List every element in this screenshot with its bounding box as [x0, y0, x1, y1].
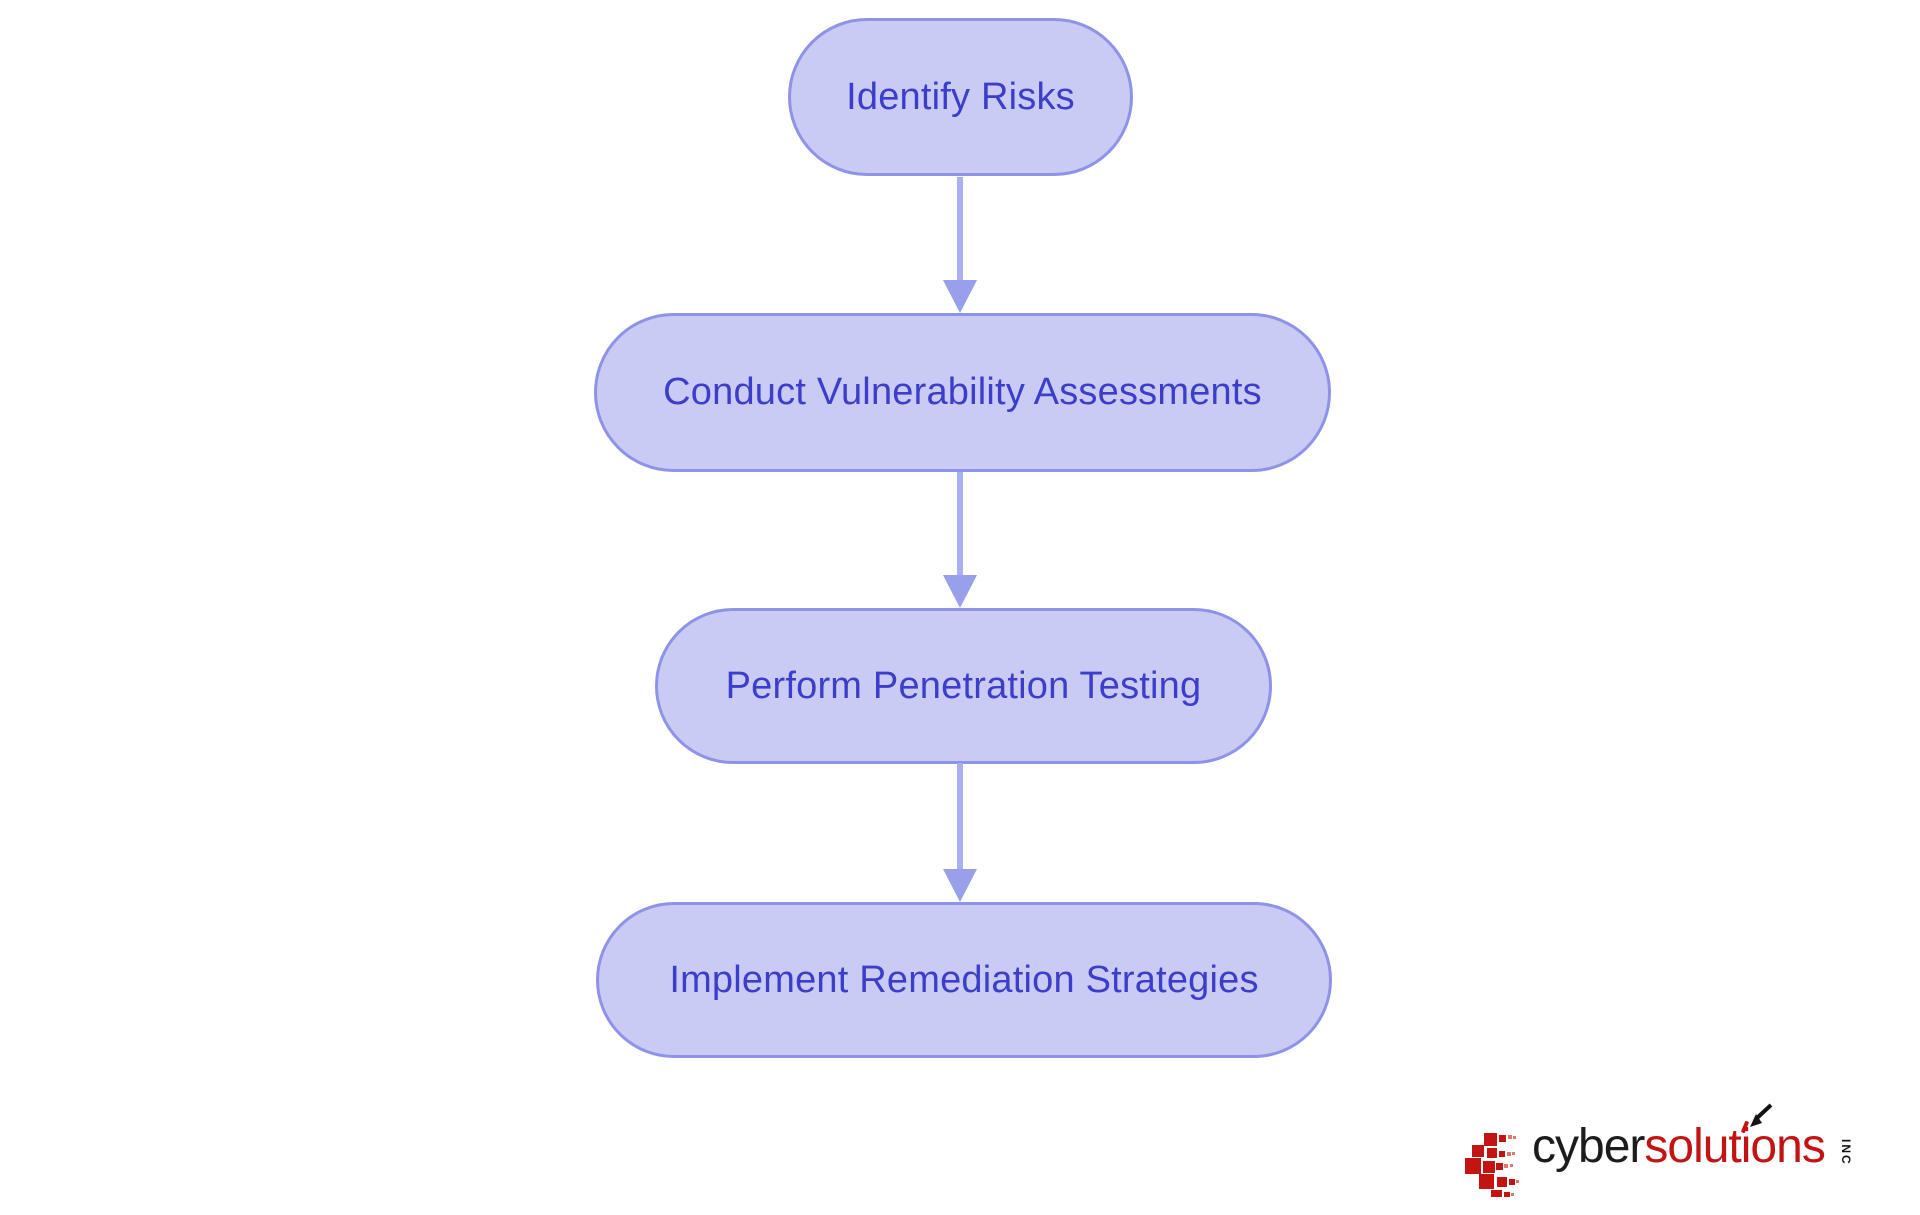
flow-node-label: Perform Penetration Testing [725, 664, 1202, 707]
cursor-arrow-icon [1750, 1103, 1773, 1127]
flow-node-identify-risks: Identify Risks [788, 18, 1133, 176]
connector-arrow-1 [943, 177, 977, 313]
logo-inc-label: INC [1839, 1139, 1853, 1166]
flow-node-implement-remediation-strategies: Implement Remediation Strategies [596, 902, 1332, 1058]
flow-node-label: Implement Remediation Strategies [669, 958, 1259, 1001]
arrowhead-down-icon [943, 869, 977, 902]
flow-node-label: Identify Risks [846, 75, 1075, 118]
connector-line [957, 763, 963, 869]
arrowhead-down-icon [943, 280, 977, 313]
logo-text-cyber: cyber [1532, 1120, 1645, 1173]
arrowhead-down-icon [943, 575, 977, 608]
pixel-mosaic-icon [1465, 1133, 1519, 1197]
logo-text-solutions: solutions [1644, 1120, 1825, 1173]
connector-line [957, 177, 963, 280]
flow-node-label: Conduct Vulnerability Assessments [663, 371, 1262, 413]
cybersolutions-logo: cybersolutions [1532, 1120, 1826, 1173]
flow-node-perform-penetration-testing: Perform Penetration Testing [655, 608, 1272, 764]
connector-arrow-2 [943, 472, 977, 608]
connector-arrow-3 [943, 763, 977, 902]
flow-node-conduct-vulnerability-assessments: Conduct Vulnerability Assessments [594, 313, 1331, 472]
connector-line [957, 472, 963, 575]
